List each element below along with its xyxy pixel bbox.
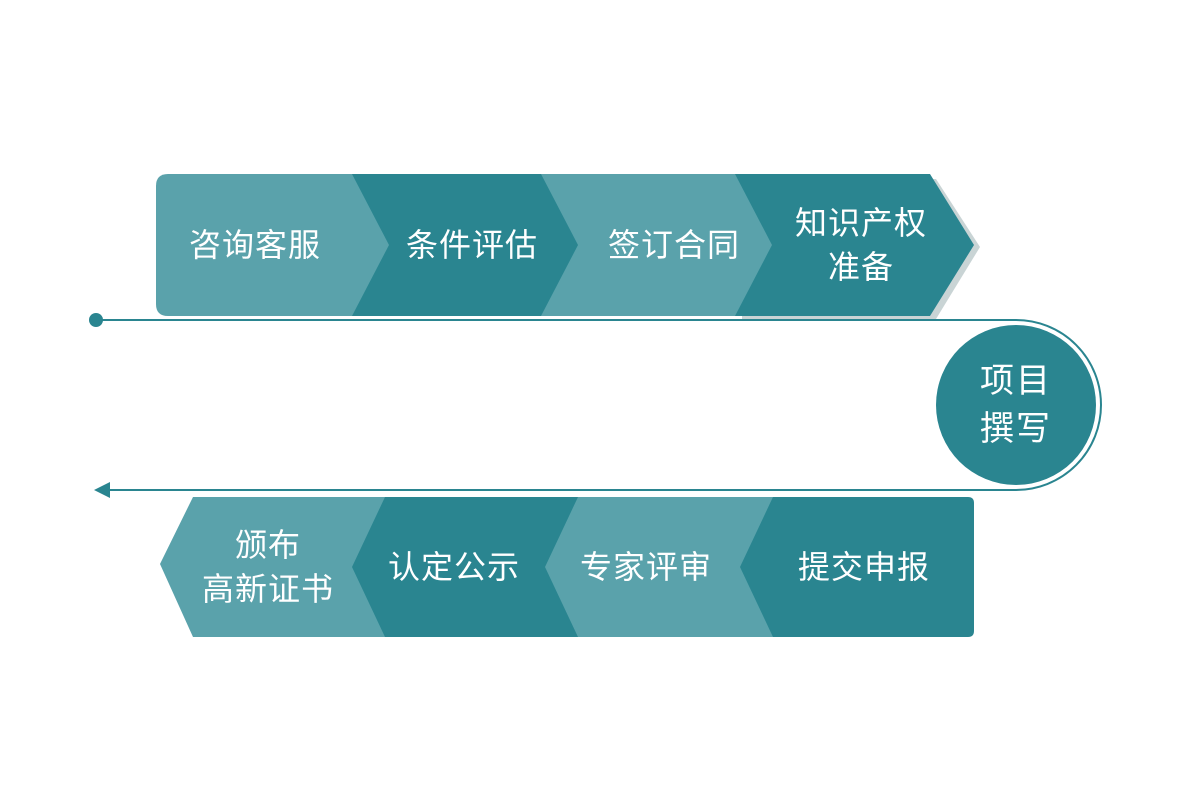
step-text: 提交申报 (797, 548, 930, 586)
step-label-certificate: 颁布 高新证书 (183, 497, 353, 637)
step-shape-consult (156, 174, 394, 316)
step-label-evaluate: 条件评估 (388, 174, 556, 316)
step-label-consult: 咨询客服 (170, 174, 340, 316)
step-text: 认定公示 (387, 548, 520, 586)
step-text: 颁布 (234, 526, 301, 564)
flow-start-dot (89, 313, 103, 327)
step-text: 准备 (827, 248, 894, 286)
step-text: 专家评审 (579, 548, 712, 586)
step-label-expert-review: 专家评审 (560, 497, 732, 637)
step-circle-project (936, 325, 1096, 485)
step-text: 签订合同 (607, 226, 740, 264)
step-shape-publicity (352, 497, 585, 637)
step-shape-evaluate (352, 174, 582, 316)
flow-end-arrowhead (94, 482, 110, 498)
step-label-publicity: 认定公示 (368, 497, 540, 637)
step-text: 高新证书 (201, 570, 334, 608)
step-shape-contract (541, 174, 778, 316)
step-shape-certificate (160, 497, 392, 637)
step-label-project: 项目 撰写 (936, 325, 1096, 485)
step-text: 咨询客服 (188, 226, 321, 264)
step-text: 撰写 (980, 409, 1052, 449)
step-text: 项目 (980, 361, 1052, 401)
flow-connector-line (96, 319, 1102, 491)
step-shape-knowledge (735, 174, 974, 316)
step-shape-submit (740, 497, 974, 637)
step-label-contract: 签订合同 (590, 174, 758, 316)
step-text: 知识产权 (794, 204, 927, 242)
step-shape-expert-review (545, 497, 778, 637)
step-text: 条件评估 (405, 226, 538, 264)
step-label-submit: 提交申报 (778, 497, 950, 637)
step-label-knowledge: 知识产权 准备 (776, 174, 946, 316)
